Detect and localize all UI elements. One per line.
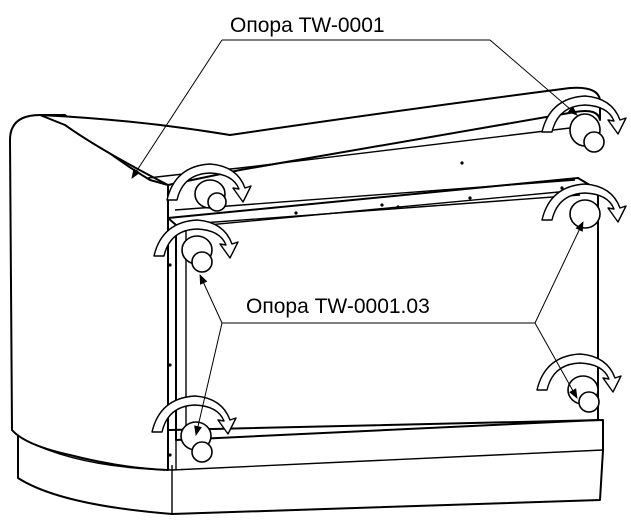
caster-front-left-bottom bbox=[151, 395, 237, 463]
leader-lines-top bbox=[131, 39, 578, 179]
cabinet-top-rim bbox=[39, 86, 601, 186]
caster-front-right-bottom bbox=[536, 353, 622, 413]
leader-lines-lower bbox=[194, 221, 584, 436]
caster-front-left-top bbox=[153, 219, 239, 273]
caster-front-right-top bbox=[541, 183, 627, 229]
caster-back-left bbox=[166, 163, 252, 212]
label-top-support: Опора TW-0001 bbox=[230, 14, 385, 37]
cabinet-body bbox=[9, 86, 604, 515]
label-lower-support: Опора TW-0001.03 bbox=[246, 295, 430, 318]
caster-back-right bbox=[541, 95, 627, 153]
